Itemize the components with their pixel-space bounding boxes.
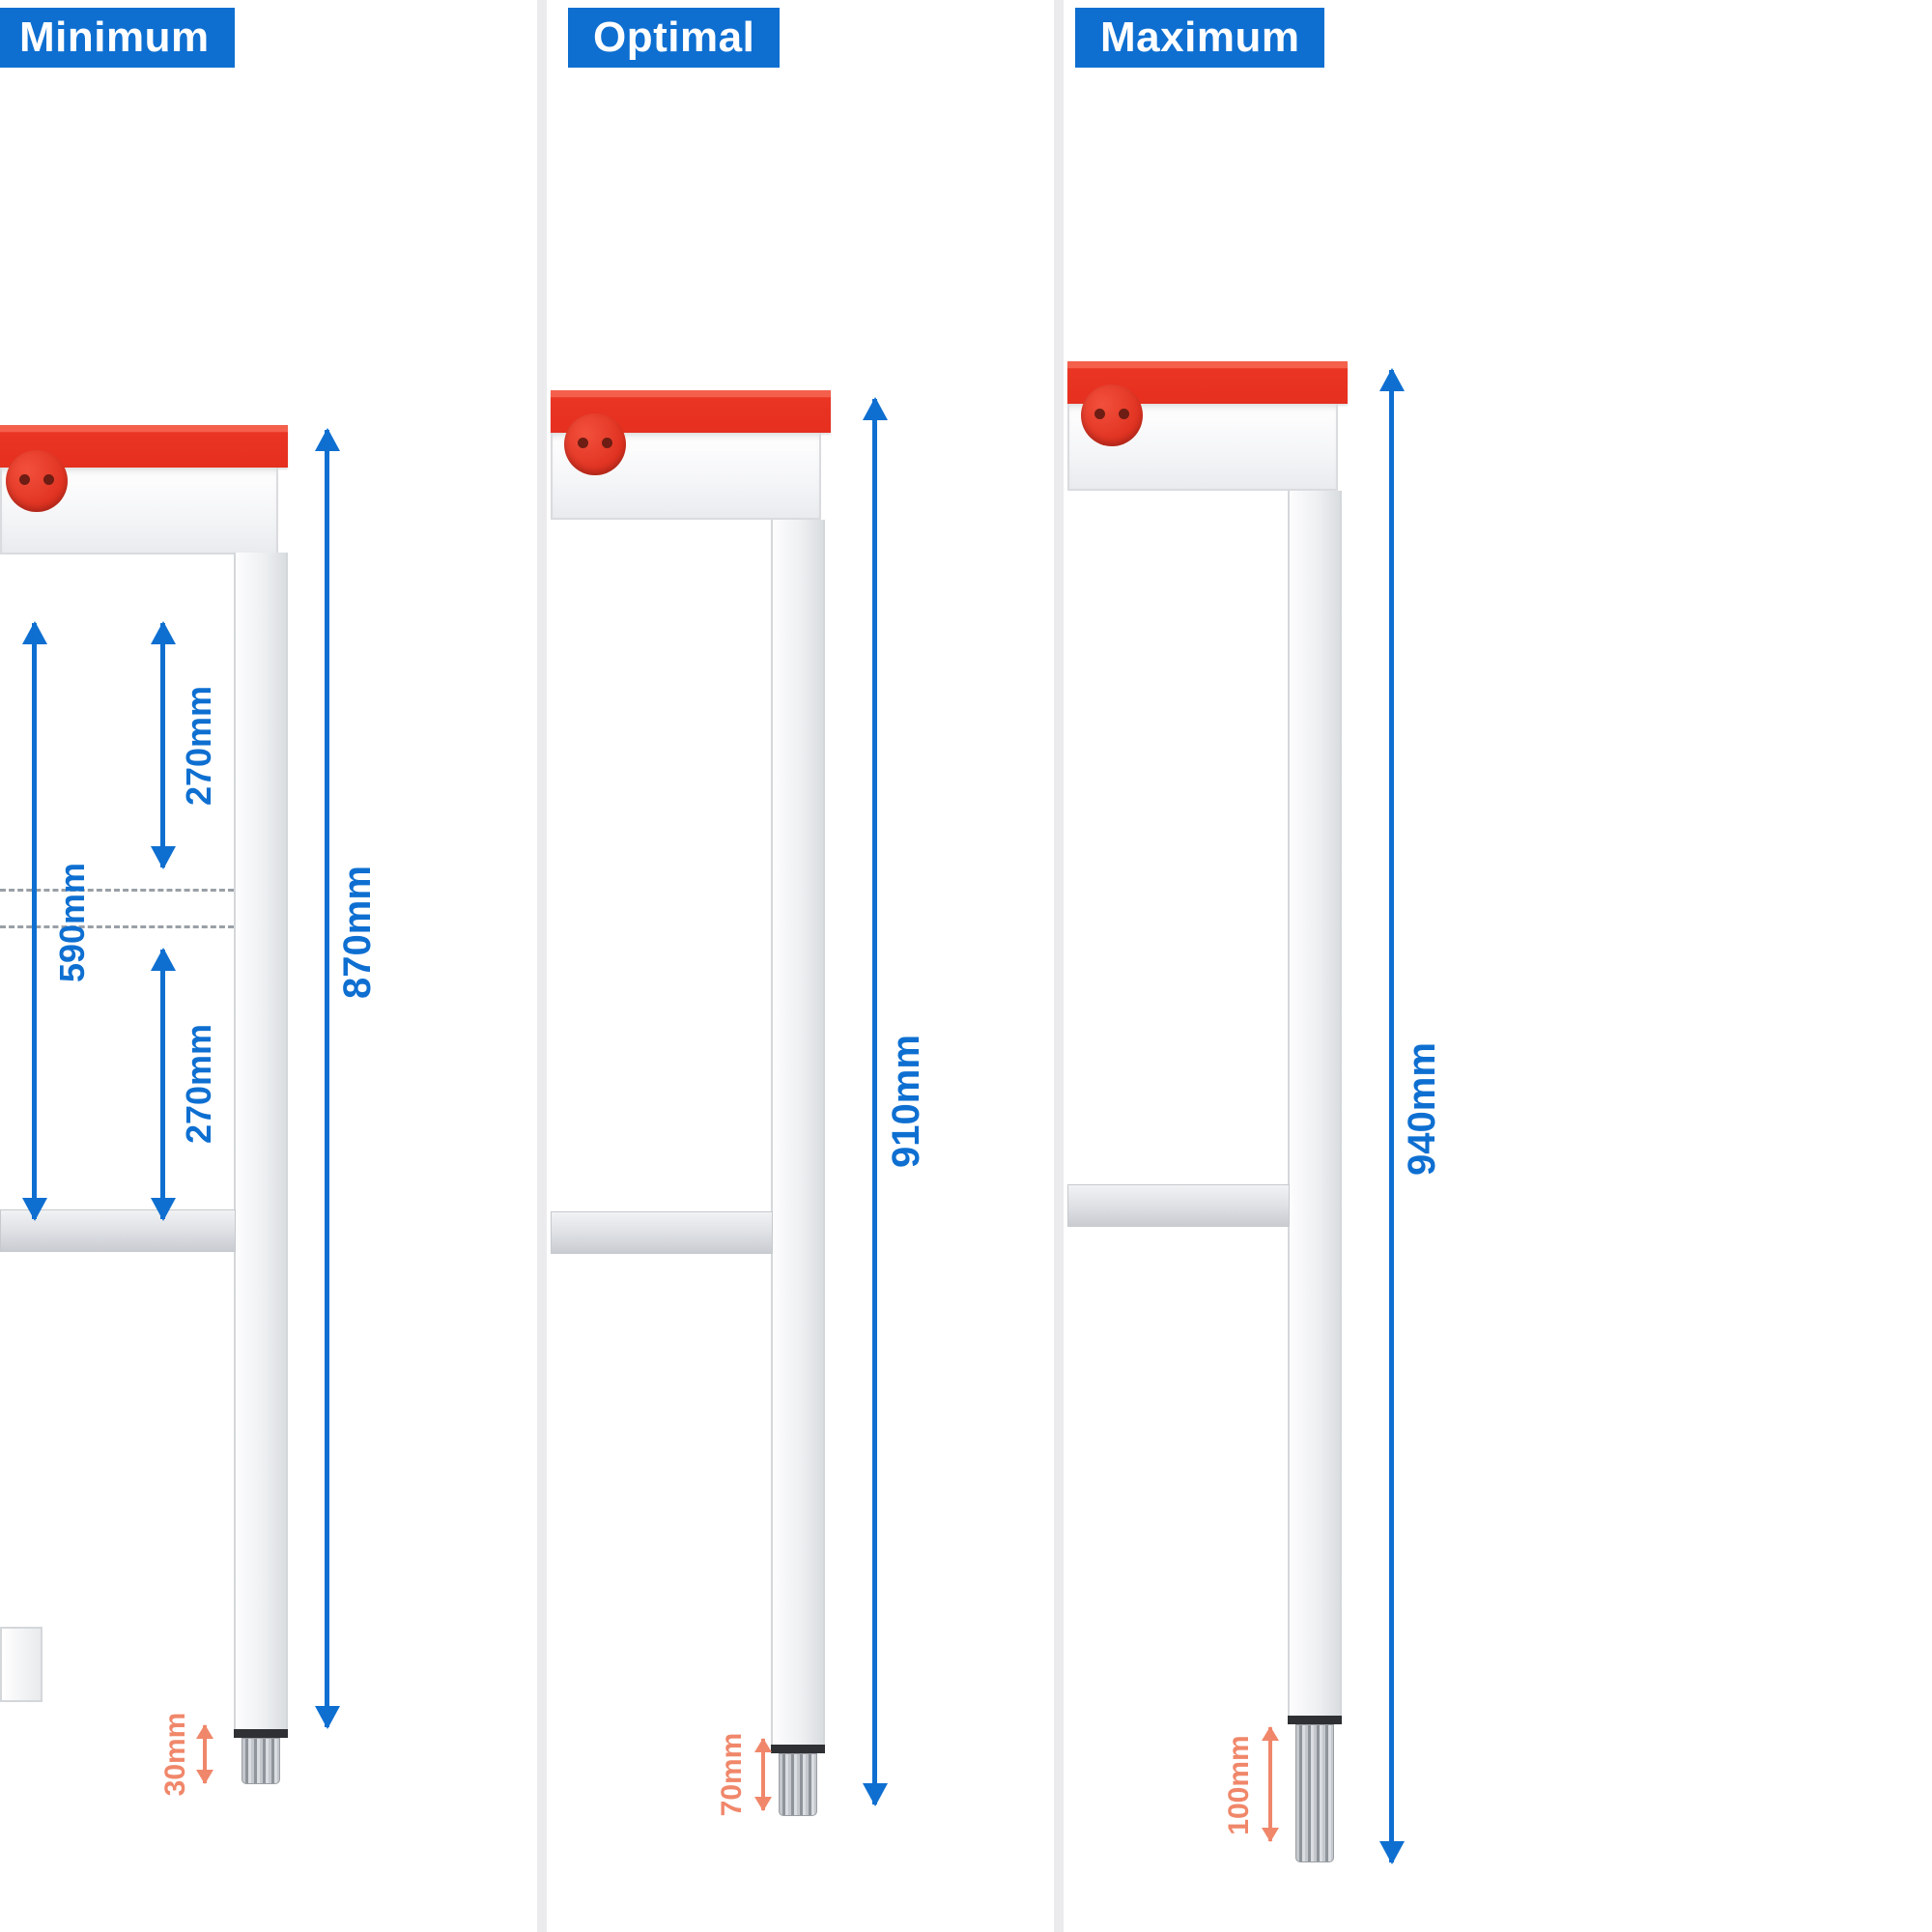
foot-cap bbox=[234, 1729, 288, 1738]
panel-title-badge: Minimum bbox=[0, 8, 235, 68]
mounting-bracket bbox=[1081, 384, 1143, 446]
dimension-label-total-height: 910mm bbox=[884, 1035, 927, 1168]
screw-icon bbox=[1119, 409, 1129, 419]
screw-icon bbox=[602, 438, 612, 448]
dimension-label-inner-span: 590mm bbox=[52, 862, 92, 983]
screw-icon bbox=[19, 474, 30, 485]
panel-divider bbox=[1054, 0, 1064, 1932]
dimension-label-total-height: 940mm bbox=[1400, 1042, 1443, 1176]
dimension-arrow-inner-span bbox=[32, 623, 37, 1219]
dimension-arrow-foot-height bbox=[203, 1725, 207, 1783]
dimension-label-foot-height: 30mm bbox=[159, 1712, 191, 1797]
adjustable-foot bbox=[242, 1738, 280, 1784]
panel-title: Maximum bbox=[1100, 14, 1300, 61]
panel-title: Minimum bbox=[19, 14, 210, 61]
panel-title-badge: Maximum bbox=[1075, 8, 1325, 68]
dimension-arrow-foot-height bbox=[761, 1739, 765, 1810]
panel-title: Optimal bbox=[593, 14, 755, 61]
adjustable-foot bbox=[1295, 1724, 1334, 1862]
reference-dashed-line bbox=[0, 889, 234, 892]
under-shelf bbox=[551, 1211, 773, 1254]
screw-icon bbox=[578, 438, 588, 448]
rear-leg-fragment bbox=[0, 1627, 43, 1702]
table-leg bbox=[1288, 491, 1342, 1718]
dimension-arrow-total-height bbox=[872, 399, 877, 1804]
mounting-bracket bbox=[564, 413, 626, 475]
foot-cap bbox=[771, 1745, 825, 1753]
dimension-label-foot-height: 70mm bbox=[716, 1732, 748, 1817]
dimension-arrow-lower-gap bbox=[160, 950, 165, 1219]
screw-icon bbox=[43, 474, 54, 485]
dimension-label-foot-height: 100mm bbox=[1223, 1735, 1255, 1835]
panel-title-badge: Optimal bbox=[568, 8, 781, 68]
adjustable-foot bbox=[779, 1753, 817, 1816]
foot-cap bbox=[1288, 1716, 1342, 1724]
under-shelf bbox=[1067, 1184, 1290, 1227]
dimension-arrow-upper-gap bbox=[160, 623, 165, 867]
dimension-label-lower-gap: 270mm bbox=[179, 1023, 218, 1145]
dimension-arrow-total-height bbox=[1389, 370, 1394, 1862]
dimension-label-total-height: 870mm bbox=[335, 866, 379, 999]
dimension-label-upper-gap: 270mm bbox=[179, 685, 218, 807]
dimension-arrow-total-height bbox=[325, 430, 329, 1727]
table-leg bbox=[234, 553, 288, 1731]
mounting-bracket bbox=[6, 450, 68, 512]
screw-icon bbox=[1094, 409, 1105, 419]
dimension-arrow-foot-height bbox=[1268, 1727, 1272, 1841]
reference-dashed-line bbox=[0, 925, 234, 928]
table-leg bbox=[771, 520, 825, 1747]
table-apron bbox=[1067, 404, 1338, 491]
panel-divider bbox=[537, 0, 547, 1932]
